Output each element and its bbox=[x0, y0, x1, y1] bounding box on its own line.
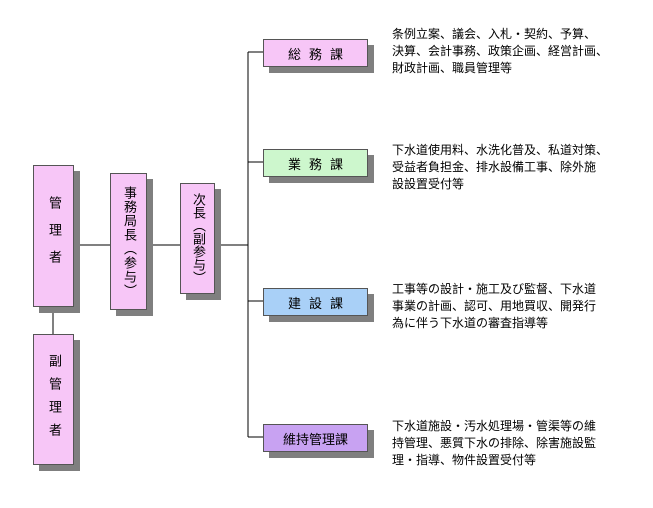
kanri-box: 管理者 bbox=[33, 165, 74, 307]
dept-iji-line: 持管理、悪質下水の排除、除害施設監 bbox=[392, 436, 597, 450]
dept-kensetsu-box: 建設課 bbox=[263, 288, 368, 316]
fuku-kanri-label: 副管理者 bbox=[46, 353, 61, 446]
dept-kensetsu-description: 工事等の設計・施工及び監督、下水道 事業の計画、認可、用地買収、開発行 為に伴う… bbox=[392, 281, 636, 332]
kanri-label: 管理者 bbox=[46, 195, 61, 277]
dept-kensetsu-line: 工事等の設計・施工及び監督、下水道 bbox=[392, 282, 597, 296]
dept-iji-name: 維持管理課 bbox=[282, 432, 348, 448]
dept-iji-box: 維持管理課 bbox=[263, 424, 368, 452]
dept-gyomu-line: 受益者負担金、排水設備工事、除外施 bbox=[392, 160, 597, 174]
dept-gyomu-description: 下水道使用料、水洗化普及、私道対策、 受益者負担金、排水設備工事、除外施 設設置… bbox=[392, 142, 636, 193]
dept-somu-line: 財政計画、職員管理等 bbox=[392, 61, 513, 75]
dept-somu-line: 条例立案、議会、入札・契約、予算、 bbox=[392, 27, 597, 41]
dept-iji-description: 下水道施設・汚水処理場・管渠等の維 持管理、悪質下水の排除、除害施設監 理・指導… bbox=[392, 418, 636, 469]
fuku-kanri-box: 副管理者 bbox=[33, 334, 74, 465]
dept-gyomu-line: 下水道使用料、水洗化普及、私道対策、 bbox=[392, 143, 609, 157]
jicho-label: 次長（副参与） bbox=[190, 193, 205, 284]
dept-somu-line: 決算、会計事務、政策企画、経営計画、 bbox=[392, 44, 609, 58]
dept-kensetsu-name: 建設課 bbox=[287, 296, 351, 312]
dept-gyomu-name: 業務課 bbox=[287, 157, 351, 173]
jicho-box: 次長（副参与） bbox=[180, 183, 215, 294]
jimukyoku-label: 事務局長（参与） bbox=[121, 185, 136, 298]
dept-somu-description: 条例立案、議会、入札・契約、予算、 決算、会計事務、政策企画、経営計画、 財政計… bbox=[392, 26, 636, 77]
dept-iji-line: 理・指導、物件設置受付等 bbox=[392, 453, 537, 467]
jimukyoku-box: 事務局長（参与） bbox=[110, 173, 147, 310]
dept-gyomu-line: 設設置受付等 bbox=[392, 177, 465, 191]
dept-gyomu-box: 業務課 bbox=[263, 149, 368, 177]
dept-kensetsu-line: 事業の計画、認可、用地買収、開発行 bbox=[392, 299, 597, 313]
dept-kensetsu-line: 為に伴う下水道の審査指導等 bbox=[392, 316, 549, 330]
dept-iji-line: 下水道施設・汚水処理場・管渠等の維 bbox=[392, 419, 597, 433]
dept-somu-name: 総務課 bbox=[287, 47, 351, 63]
dept-somu-box: 総務課 bbox=[263, 39, 368, 67]
